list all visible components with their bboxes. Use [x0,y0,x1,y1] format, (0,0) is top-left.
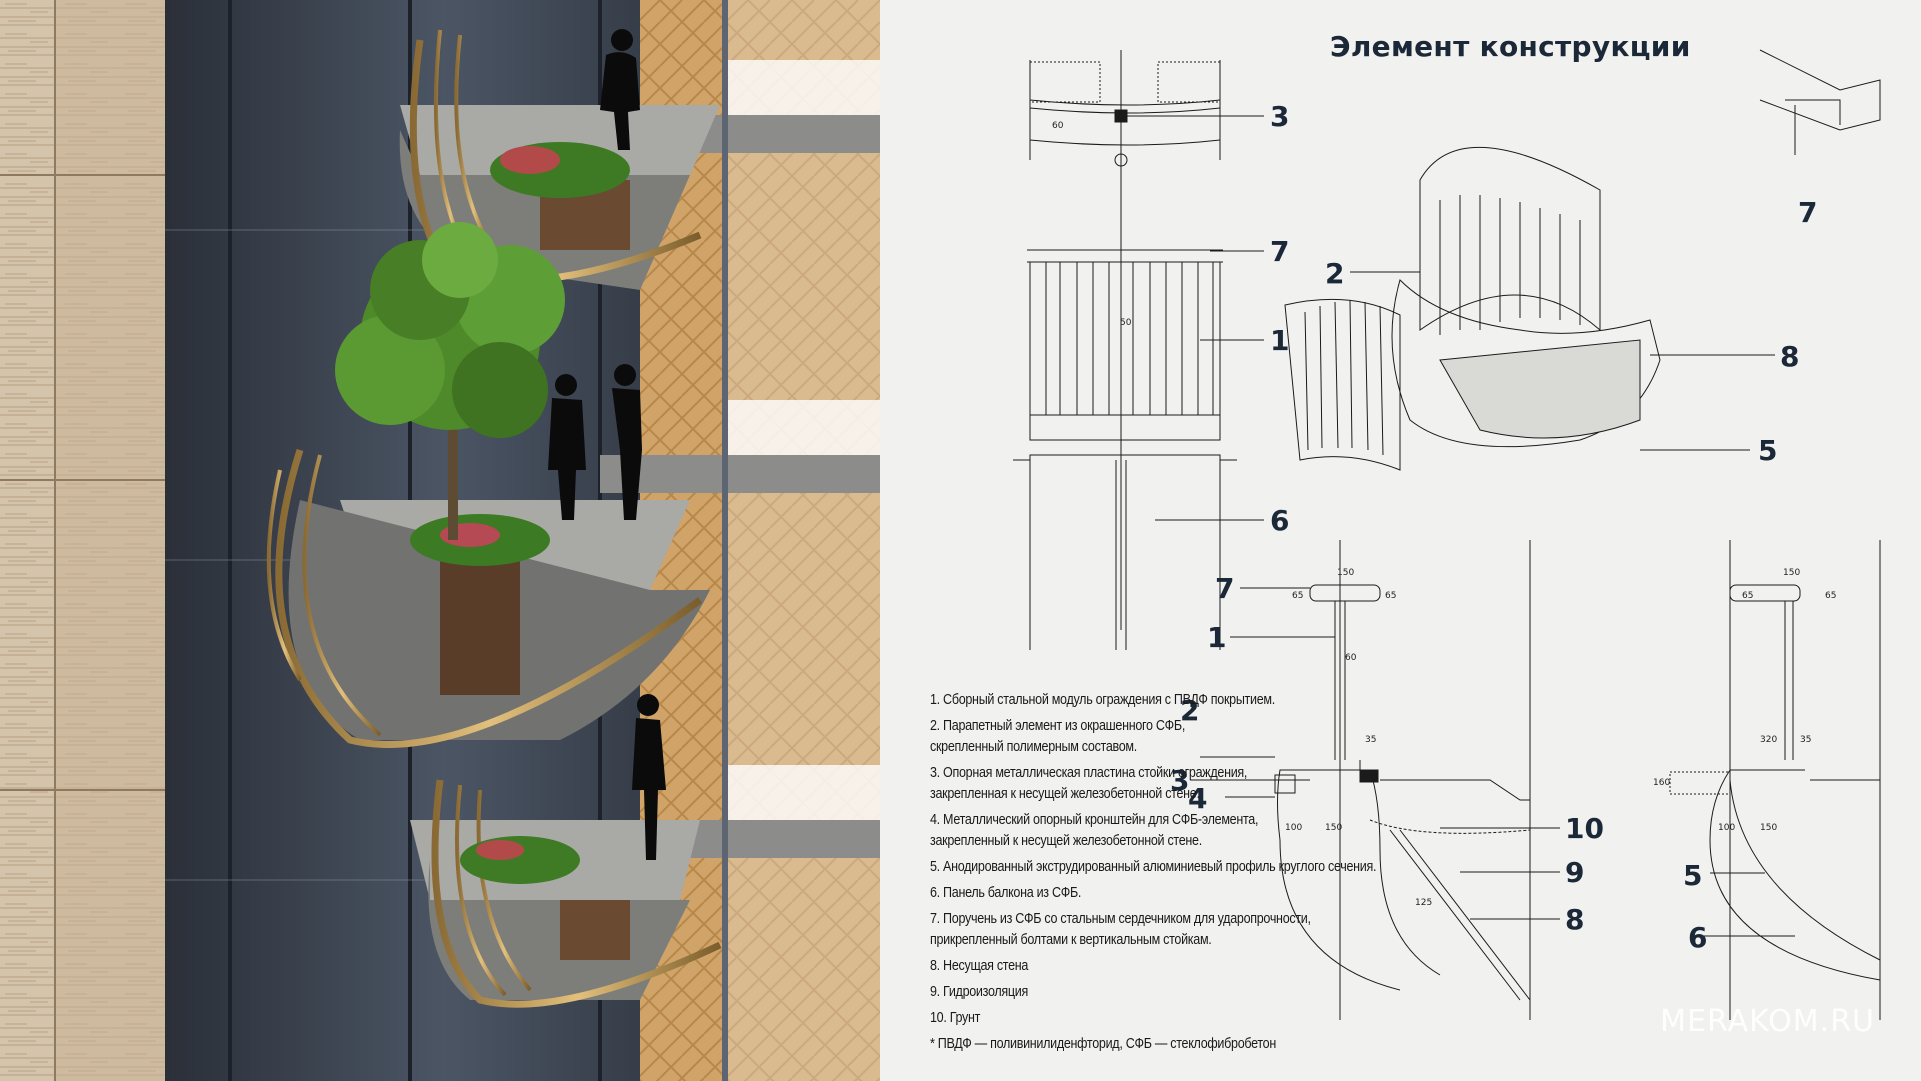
dim-sr-5: 35 [1800,735,1811,745]
facade-render-image [0,0,880,1081]
balcony-middle [266,448,710,748]
legend-list: 1. Сборный стальной модуль ограждения с … [930,690,1450,1060]
legend-item: 4. Металлический опорный кронштейн для С… [930,812,1259,828]
section-right-drawing [1669,540,1881,1020]
legend-item: 3. Опорная металлическая пластина стойки… [930,765,1248,781]
dim-sl-6: 100 [1285,823,1302,833]
legend-item: прикрепленный болтами к вертикальным сто… [930,932,1212,948]
callout-axon-5: 5 [1758,434,1777,467]
legend-line: 2. Парапетный элемент из окрашенного СФБ… [930,718,1186,734]
page-title: Элемент конструкции [1330,30,1691,63]
legend-item: 9. Гидроизоляция [930,984,1028,1000]
dim-sr-6: 160 [1653,778,1670,788]
legend-item: 6. Панель балкона из СФБ. [930,885,1082,901]
legend-item: 1. Сборный стальной модуль ограждения с … [930,692,1275,708]
dim-sr-8: 150 [1760,823,1777,833]
technical-drawings: 60 50 150 65 65 60 35 100 150 125 150 65… [1013,49,1881,1020]
callout-plan-7: 7 [1270,235,1289,268]
legend-item: 7. Поручень из СФБ со стальным сердечник… [930,911,1311,927]
legend-item: 2. Парапетный элемент из окрашенного СФБ… [930,716,1377,737]
callout-plan-6: 6 [1270,504,1289,537]
watermark: MERAKOM.RU [1660,1004,1875,1039]
callout-sr-6: 6 [1688,921,1707,954]
dim-sr-1: 150 [1783,568,1800,578]
technical-panel: 60 50 150 65 65 60 35 100 150 125 150 65… [880,0,1921,1081]
legend-item: закрепленный к несущей железобетонной ст… [930,833,1202,849]
legend-item: 8. Несущая стена [930,958,1029,974]
callout-axon-8: 8 [1780,340,1799,373]
dim-sr-3: 65 [1825,591,1836,601]
dim-sl-4: 60 [1345,653,1357,663]
legend-item: 10. Грунт [930,1010,981,1026]
callout-sl-10: 10 [1565,812,1604,845]
callout-sl-4: 4 [1188,782,1207,815]
legend-item: закрепленная к несущей железобетонной ст… [930,786,1200,802]
dim-sl-5: 35 [1365,735,1376,745]
callout-axon-7: 7 [1798,196,1817,229]
callout-plan-1: 1 [1270,324,1289,357]
dim-sl-1: 150 [1337,568,1354,578]
dim-sr-7: 100 [1718,823,1735,833]
dim-sl-8: 125 [1415,898,1432,908]
legend-item: 5. Анодированный экструдированный алюмин… [930,859,1377,875]
section-left-drawing [1274,540,1531,1020]
dim-sr-2: 65 [1742,591,1753,601]
callout-sl-1: 1 [1207,621,1226,654]
legend-footnote: * ПВДФ — поливинилиденфторид, СФБ — стек… [930,1036,1277,1052]
callout-axon-2: 2 [1325,257,1344,290]
axonometric-drawing [1284,49,1881,471]
dim-plan-1: 60 [1052,121,1064,131]
callout-sl-3: 3 [1170,764,1189,797]
dim-sl-7: 150 [1325,823,1342,833]
callout-sl-7: 7 [1215,572,1234,605]
dim-plan-2: 50 [1120,318,1132,328]
callout-sl-2: 2 [1180,694,1199,727]
person-silhouette [548,29,666,860]
dim-sl-2: 65 [1292,591,1303,601]
callout-sr-5: 5 [1683,859,1702,892]
legend-item: скрепленный полимерным составом. [930,739,1137,755]
dim-sl-3: 65 [1385,591,1396,601]
balcony-lower [410,779,722,1008]
dim-sr-4: 320 [1760,735,1777,745]
callout-sl-8: 8 [1565,903,1584,936]
callout-sl-9: 9 [1565,856,1584,889]
tree-image [335,222,565,540]
plan-elevation-drawing [1013,50,1237,650]
callout-plan-3: 3 [1270,100,1289,133]
facade-render [0,0,880,1081]
